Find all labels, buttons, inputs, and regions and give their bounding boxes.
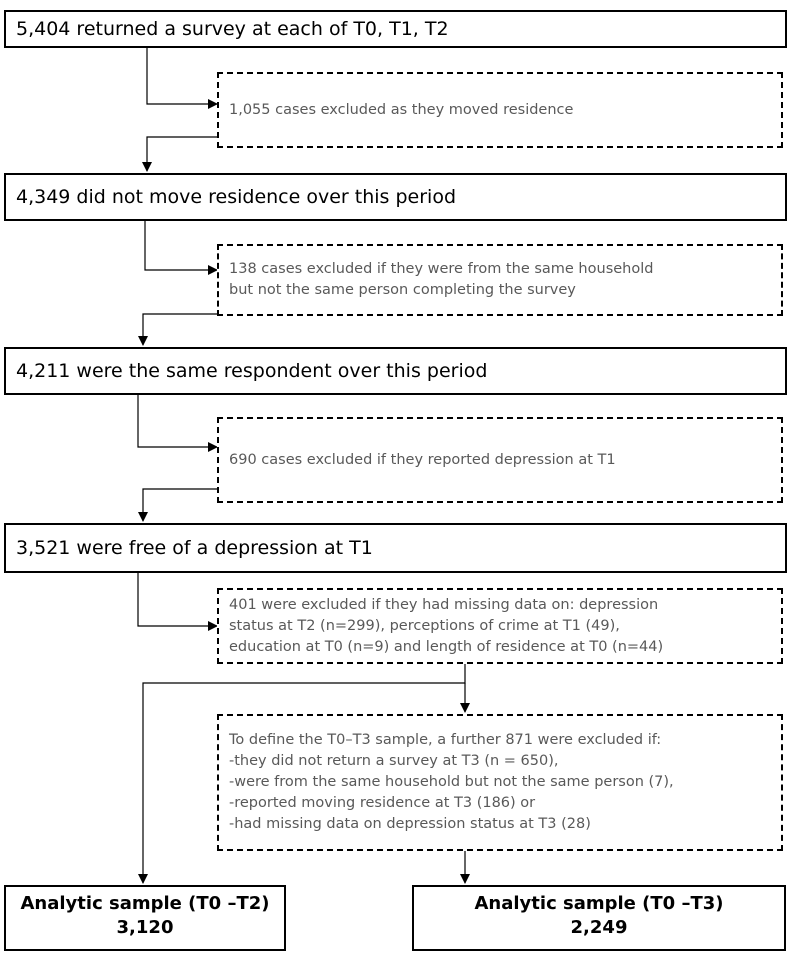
analytic-sample-label: Analytic sample (T0 –T3) bbox=[474, 893, 724, 914]
analytic-sample-t0-t2: Analytic sample (T0 –T2) 3,120 bbox=[4, 885, 286, 951]
analytic-sample-label: Analytic sample (T0 –T2) bbox=[20, 893, 270, 914]
exclusion-t3-sample: To define the T0–T3 sample, a further 87… bbox=[217, 714, 783, 851]
connector-step3-to-depression bbox=[137, 395, 218, 452]
analytic-sample-count: 3,120 bbox=[116, 917, 174, 938]
exclusion-line: 138 cases excluded if they were from the… bbox=[229, 261, 654, 277]
exclusion-household: 138 cases excluded if they were from the… bbox=[217, 244, 783, 316]
exclusion-line: -reported moving residence at T3 (186) o… bbox=[229, 795, 536, 811]
connector-step2-to-household bbox=[144, 221, 218, 275]
connector-step4-to-missing bbox=[137, 573, 218, 631]
connector-start-to-moved bbox=[146, 47, 218, 109]
exclusion-line: -had missing data on depression status a… bbox=[229, 816, 591, 832]
flow-step-no-move: 4,349 did not move residence over this p… bbox=[4, 173, 787, 221]
connector-moved-to-step2 bbox=[142, 136, 217, 172]
exclusion-line: 401 were excluded if they had missing da… bbox=[229, 596, 659, 613]
exclusion-line: but not the same person completing the s… bbox=[229, 282, 576, 298]
flow-step-same-respondent: 4,211 were the same respondent over this… bbox=[4, 347, 787, 395]
exclusion-line: status at T2 (n=299), perceptions of cri… bbox=[229, 617, 620, 634]
analytic-sample-t0-t3: Analytic sample (T0 –T3) 2,249 bbox=[412, 885, 786, 951]
exclusion-line: To define the T0–T3 sample, a further 87… bbox=[229, 732, 662, 748]
analytic-sample-count: 2,249 bbox=[570, 917, 628, 938]
exclusion-line: -were from the same household but not th… bbox=[229, 774, 674, 790]
connector-depression-to-step4 bbox=[138, 488, 217, 522]
exclusion-line: 1,055 cases excluded as they moved resid… bbox=[229, 101, 574, 118]
flow-step-start: 5,404 returned a survey at each of T0, T… bbox=[4, 10, 787, 48]
exclusion-line: 690 cases excluded if they reported depr… bbox=[229, 451, 616, 468]
exclusion-line: education at T0 (n=9) and length of resi… bbox=[229, 638, 664, 655]
connector-household-to-step3 bbox=[138, 313, 217, 346]
flow-step-no-depression: 3,521 were free of a depression at T1 bbox=[4, 523, 787, 573]
connector-missing-to-t2 bbox=[138, 664, 466, 884]
exclusion-depression: 690 cases excluded if they reported depr… bbox=[217, 417, 783, 503]
exclusion-line: -they did not return a survey at T3 (n =… bbox=[229, 753, 559, 769]
exclusion-moved: 1,055 cases excluded as they moved resid… bbox=[217, 72, 783, 148]
exclusion-missing-data: 401 were excluded if they had missing da… bbox=[217, 588, 783, 664]
